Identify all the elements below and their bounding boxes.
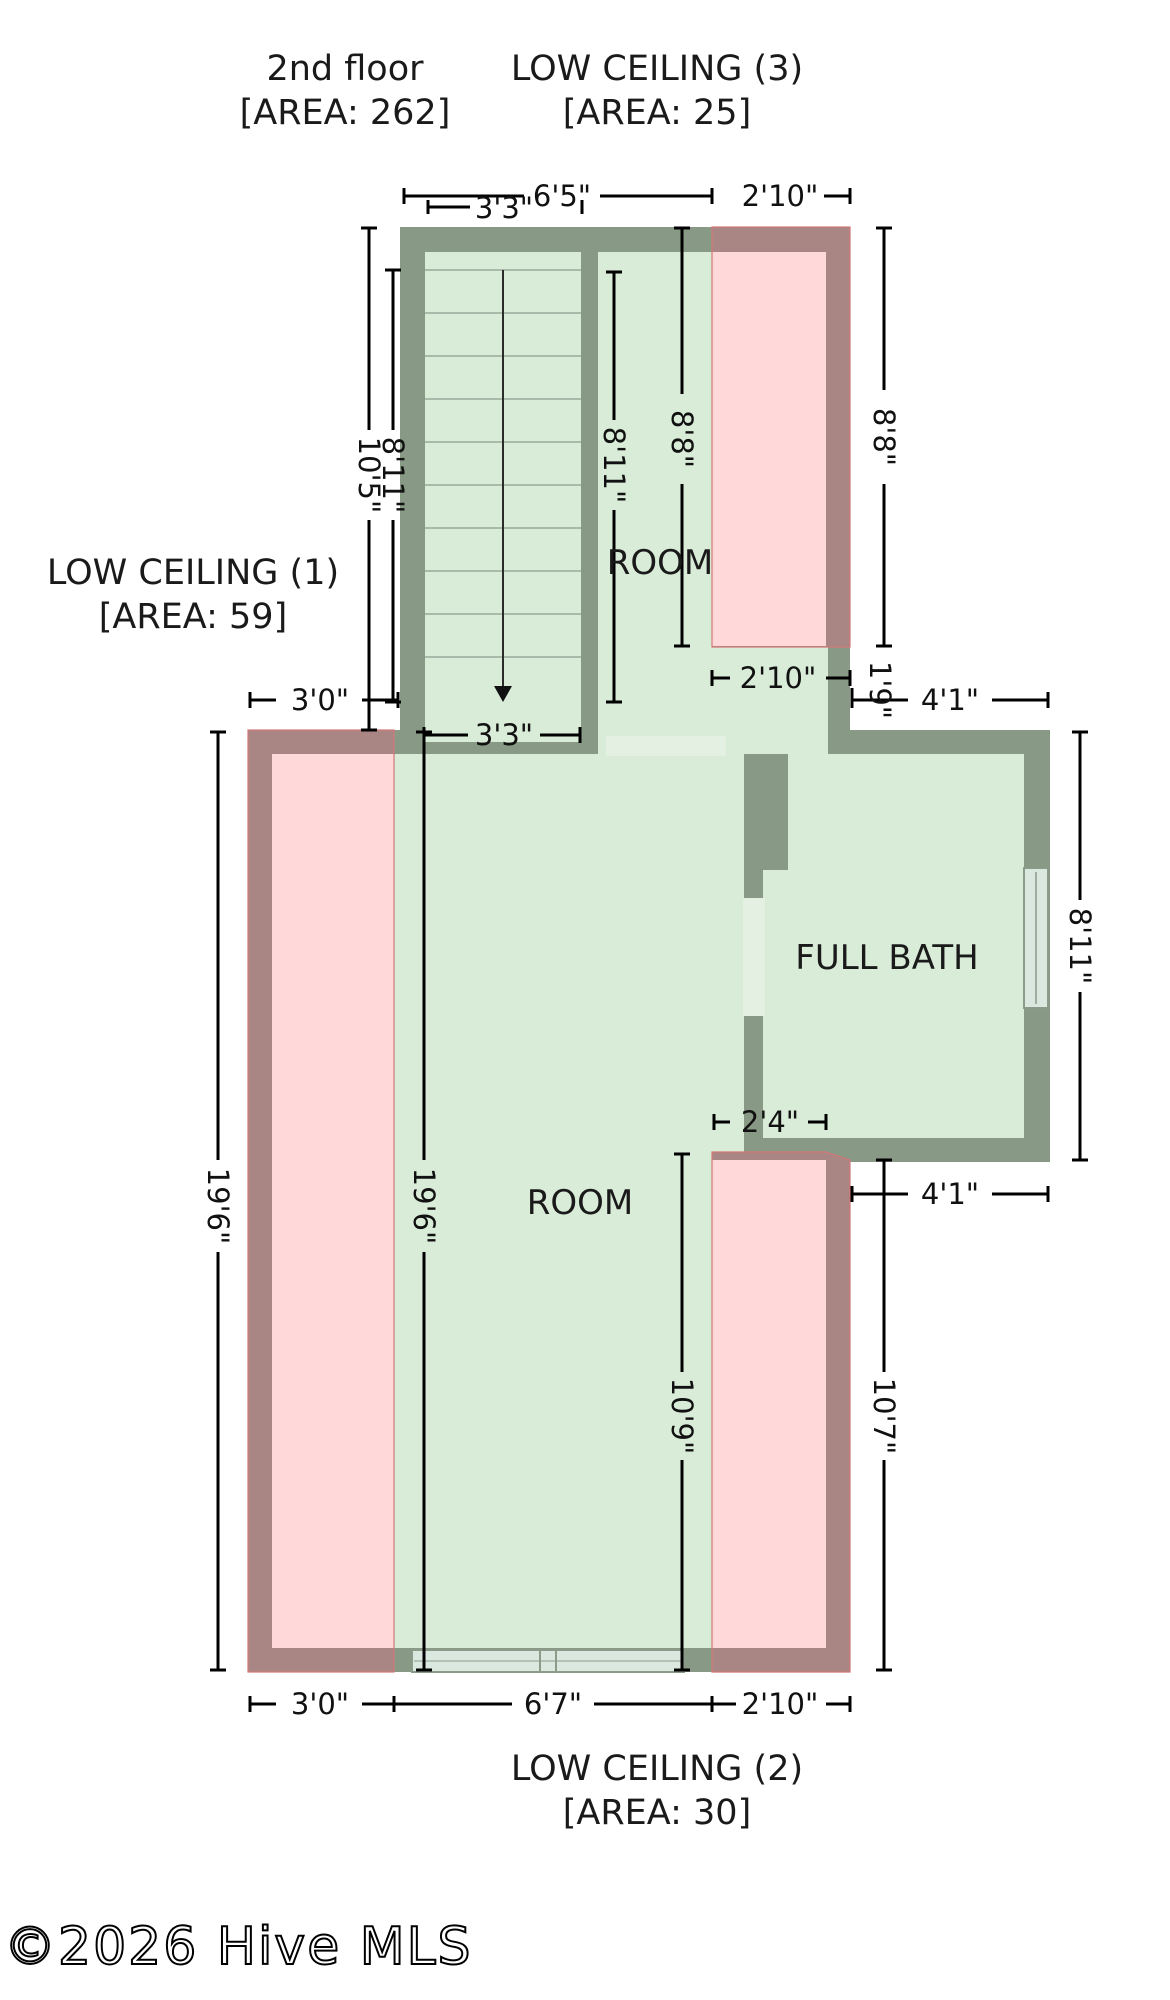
stairs <box>425 269 581 702</box>
dim-bottom-mid: 6'7" <box>524 1687 582 1721</box>
stair-arrow-head <box>494 686 512 702</box>
room-labels: ROOM ROOM FULL BATH <box>527 543 979 1223</box>
dim-right-upper: 8'8" <box>867 408 901 466</box>
dim-left-outer: 19'6" <box>201 1168 235 1245</box>
dimension-labels: 6'5" 3'3" 2'10" 8'8" 8'8" 8'11" 10'5" 8'… <box>201 179 1097 1721</box>
watermark: ©2026 Hive MLS <box>4 1917 473 1977</box>
lc3-fill <box>712 252 826 646</box>
floor-area: [AREA: 262] <box>240 93 451 133</box>
lc3-outline <box>711 226 851 648</box>
low-ceiling-3-area: [AREA: 25] <box>563 93 751 133</box>
dim-right-lower: 10'7" <box>867 1378 901 1455</box>
dim-bath-bottom: 4'1" <box>921 1177 979 1211</box>
low-ceiling-2-area: [AREA: 30] <box>563 1793 751 1833</box>
dim-left-upper-outer: 10'5" <box>352 437 386 514</box>
low-ceiling-1-area: [AREA: 59] <box>99 597 287 637</box>
dim-top-stair: 3'3" <box>475 191 533 225</box>
low-ceiling-1-name: LOW CEILING (1) <box>47 553 339 593</box>
windows <box>411 867 1049 1673</box>
dim-bath-top: 4'1" <box>921 683 979 717</box>
floor-name: 2nd floor <box>266 49 424 89</box>
room-label-bath: FULL BATH <box>795 938 978 978</box>
dim-bath-door: 2'4" <box>741 1105 799 1139</box>
room-label-upper: ROOM <box>607 543 713 583</box>
dim-bath-right: 8'11" <box>1063 908 1097 985</box>
upper-opening <box>606 736 726 756</box>
lc1-fill <box>272 754 394 1648</box>
dim-lower-inner: 10'9" <box>665 1378 699 1455</box>
room-label-lower: ROOM <box>527 1183 633 1223</box>
dim-left-inner: 19'6" <box>407 1168 441 1245</box>
low-ceiling-2-name: LOW CEILING (2) <box>511 1749 803 1789</box>
dim-stair-bottom: 3'3" <box>475 718 533 752</box>
dim-bottom-right: 2'10" <box>742 1687 819 1721</box>
low-ceiling-zones <box>247 226 851 1673</box>
bath-opening <box>743 898 765 1016</box>
dim-top-right: 2'10" <box>742 179 819 213</box>
dimension-lines <box>210 188 1088 1712</box>
bath-floor-top <box>788 754 1024 870</box>
area-labels: 2nd floor [AREA: 262] LOW CEILING (3) [A… <box>47 49 803 1833</box>
dim-room-upper-inner: 8'8" <box>665 410 699 468</box>
dim-top-total: 6'5" <box>533 179 591 213</box>
upper-room-extension <box>812 640 826 734</box>
low-ceiling-3-name: LOW CEILING (3) <box>511 49 803 89</box>
lc2-fill <box>712 1160 826 1648</box>
dim-bottom-left: 3'0" <box>291 1687 349 1721</box>
dim-mid-small: 1'9" <box>863 661 897 719</box>
lc2-outline <box>711 1151 851 1673</box>
lc1-outline <box>247 729 395 1673</box>
dim-left-upper-inner: 8'11" <box>376 437 410 514</box>
bath-floor <box>763 870 1024 1138</box>
dim-mid-right: 2'10" <box>740 661 817 695</box>
dim-stair-right: 8'11" <box>597 427 631 504</box>
dim-mid-left: 3'0" <box>291 683 349 717</box>
